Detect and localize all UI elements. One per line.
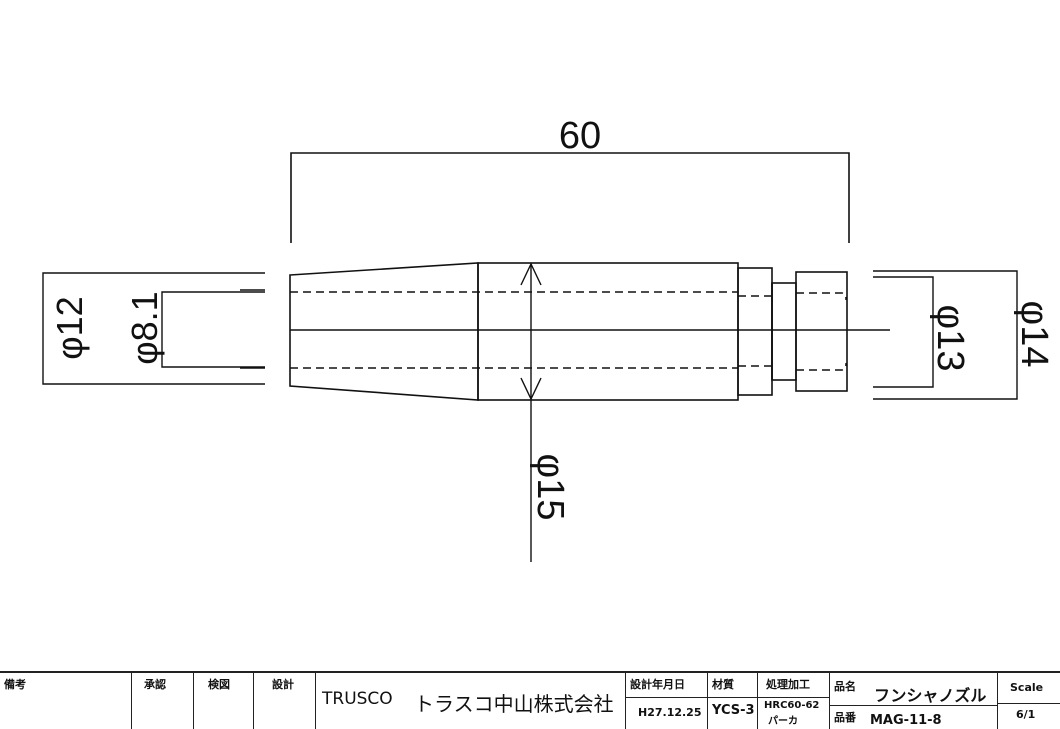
number-value: MAG-11-8 — [870, 713, 942, 728]
scale-cell: Scale 6/1 — [998, 673, 1060, 729]
tip-hidden-line-top — [738, 292, 847, 301]
number-label: 品番 — [834, 711, 856, 724]
date-label: 設計年月日 — [630, 678, 685, 691]
company-en: TRUSCO — [322, 689, 393, 709]
check-cell: 検図 — [194, 673, 254, 729]
dia15-arrow-bottom — [520, 377, 542, 401]
dia8-text: φ8.1 — [124, 291, 165, 364]
dia15-arrow-top — [520, 262, 542, 286]
nozzle-tapered-section — [289, 262, 479, 401]
dia8-bracket — [161, 291, 265, 368]
treatment-value-1: HRC60-62 — [764, 700, 820, 711]
dia12-text: φ12 — [49, 296, 90, 359]
nozzle-neck-section — [771, 282, 797, 381]
dia13-text: φ13 — [929, 305, 971, 372]
design-cell: 設計 — [254, 673, 316, 729]
material-cell: 材質 YCS-3 — [708, 673, 758, 729]
tip-hidden-line-bottom — [738, 362, 847, 371]
material-value: YCS-3 — [712, 703, 755, 718]
dia12-bracket — [42, 272, 265, 385]
nozzle-tip-section — [795, 271, 848, 392]
dia15-text: φ15 — [529, 454, 571, 521]
title-block: 備考 承認 検図 設計 TRUSCO トラスコ中山株式会社 設計年月日 H27.… — [0, 671, 1060, 729]
date-value: H27.12.25 — [638, 706, 702, 719]
dia14-text: φ14 — [1013, 301, 1055, 368]
name-cell: 品名 フンシャノズル 品番 MAG-11-8 — [830, 673, 998, 729]
dia14-bracket — [873, 270, 1018, 400]
company-cell: TRUSCO トラスコ中山株式会社 — [316, 673, 626, 729]
technical-drawing: 60 φ12 φ8.1 φ15 φ13 φ14 — [42, 115, 1055, 562]
treatment-value-2: パーカ — [768, 716, 798, 727]
length-dim-text: 60 — [559, 115, 601, 157]
nozzle-body-section — [477, 262, 739, 401]
approve-cell: 承認 — [132, 673, 194, 729]
scale-label: Scale — [1010, 681, 1044, 694]
company-jp: トラスコ中山株式会社 — [414, 692, 614, 716]
approve-label: 承認 — [144, 678, 166, 691]
check-label: 検図 — [208, 678, 230, 691]
treatment-label: 処理加工 — [766, 678, 810, 691]
name-value: フンシャノズル — [874, 686, 987, 705]
remarks-label: 備考 — [4, 678, 26, 691]
name-label: 品名 — [834, 680, 856, 693]
treatment-cell: 処理加工 HRC60-62 パーカ — [758, 673, 830, 729]
remarks-cell: 備考 — [0, 673, 132, 729]
dia13-bracket — [873, 276, 934, 388]
scale-value: 6/1 — [1016, 708, 1036, 721]
design-label: 設計 — [272, 678, 294, 691]
length-dimension-line — [290, 152, 850, 243]
nozzle-groove-section — [737, 267, 773, 396]
material-label: 材質 — [712, 678, 734, 691]
date-cell: 設計年月日 H27.12.25 — [626, 673, 708, 729]
